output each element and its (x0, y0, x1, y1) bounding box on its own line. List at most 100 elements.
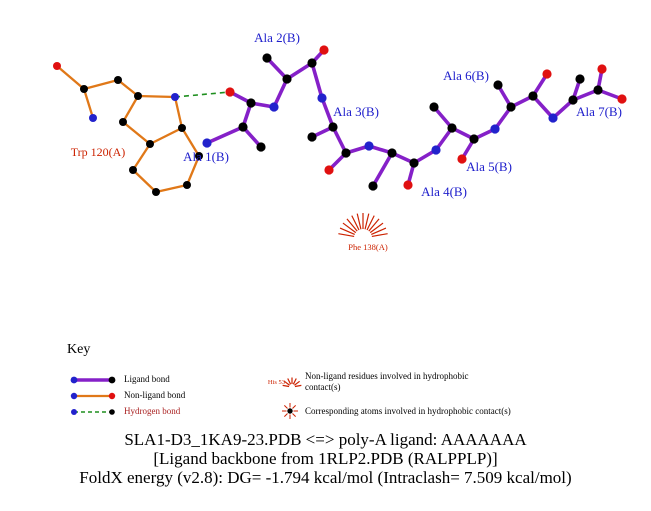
nonligand-bond (82, 87, 95, 120)
atom-C (593, 85, 603, 95)
hydrophobic-contact-eyelash (294, 380, 300, 386)
hydrophobic-contact-eyelash (282, 384, 290, 388)
atom-N (317, 93, 327, 103)
ligand-bond (331, 125, 348, 155)
key-item-hydrophobic-residues-label: Non-ligand residues involved in hydropho… (305, 371, 469, 392)
key-ligand-bond-atom (108, 376, 116, 384)
ligand-bond (285, 61, 314, 81)
key-hydrophobic-atom-sample (287, 408, 293, 414)
atom-C (493, 80, 503, 90)
nonligand-bond (121, 94, 140, 124)
ligand-bond (265, 56, 289, 81)
atom-O (457, 154, 467, 164)
nonligand-bond (131, 142, 152, 172)
key-hydrophobic-atom-spoke (292, 413, 297, 418)
atom-N (171, 93, 179, 101)
residue-label: Ala 2(B) (254, 30, 300, 45)
atom-C (568, 95, 578, 105)
atom-N (89, 114, 97, 122)
atom-C (134, 92, 142, 100)
atom-C (80, 85, 88, 93)
residue-label: Ala 4(B) (421, 184, 467, 199)
residue-label: Ala 1(B) (183, 149, 229, 164)
atom-C (341, 148, 351, 158)
ligand-bond (205, 125, 245, 145)
key-item-nonligand-bond-label: Non-ligand bond (124, 390, 186, 400)
atom-O (403, 180, 413, 190)
atom-C (146, 140, 154, 148)
atom-C (183, 181, 191, 189)
key-hydrophobic-residue-sample: His 53 (268, 379, 285, 386)
key-nonligand-bond-atom (108, 392, 116, 400)
atom-C (429, 102, 439, 112)
ligand-bond (320, 96, 335, 129)
caption: SLA1-D3_1KA9-23.PDB <=> poly-A ligand: A… (0, 430, 651, 487)
atom-C (238, 122, 248, 132)
atom-C (387, 148, 397, 158)
nonligand-bond (55, 64, 86, 91)
hydrophobic-contact-eyelash (366, 215, 375, 231)
key-item-ligand-bond-label: Ligand bond (124, 374, 170, 384)
hydrophobic-contact-eyelash (339, 227, 355, 235)
atom-C (152, 188, 160, 196)
hydrophobic-contact-eyelash (346, 218, 358, 232)
hydrophobic-contact-eyelash (284, 380, 290, 386)
key-hydrophobic-atom-spoke (283, 413, 288, 418)
nonligand-bond (185, 154, 201, 187)
hydrophobic-contact-eyelash (342, 222, 357, 234)
ligand-bond (310, 61, 324, 100)
key-ligand-bond-atom (70, 376, 78, 384)
nonligand-bond (136, 94, 177, 99)
key-hydrogen-bond-atom (71, 409, 77, 415)
atom-O (225, 87, 235, 97)
hydrogen-bond (174, 91, 231, 98)
nonligand-bond (121, 120, 152, 146)
caption-line-2: [Ligand backbone from 1RLP2.PDB (RALPPLP… (153, 449, 498, 468)
residue-label: Ala 6(B) (443, 68, 489, 83)
atom-C (246, 98, 256, 108)
atom-O (617, 94, 627, 104)
atom-C (469, 134, 479, 144)
atom-C (114, 76, 122, 84)
atom-N (364, 141, 374, 151)
key-hydrophobic-atom-spoke (292, 404, 297, 409)
hydrophobic-contact-eyelash (338, 233, 355, 238)
atom-C (368, 181, 378, 191)
key-nonligand-bond-atom (70, 392, 78, 400)
ligand-bond (371, 151, 394, 188)
residue-label: Phe 138(A) (348, 242, 388, 252)
atom-C (447, 123, 457, 133)
atom-O (324, 165, 334, 175)
hydrophobic-contact-eyelash (364, 213, 370, 230)
atom-C (575, 74, 585, 84)
hydrophobic-contact-eyelash (294, 384, 302, 388)
hydrophobic-contact-eyelash (371, 227, 387, 235)
key-item-hydrophobic-atoms-label: Corresponding atoms involved in hydropho… (305, 406, 511, 416)
ligand-bond (272, 77, 289, 109)
atom-C (506, 102, 516, 112)
atom-N (490, 124, 500, 134)
atom-C (528, 91, 538, 101)
residue-label: Ala 7(B) (576, 104, 622, 119)
nonligand-bond (116, 78, 140, 98)
hydrophobic-contact-eyelash (369, 222, 384, 234)
atom-C (195, 152, 203, 160)
key-item-hydrogen-bond-label: Hydrogen bond (124, 406, 181, 416)
ligand-bond (432, 105, 454, 130)
atom-C (119, 118, 127, 126)
hydrophobic-contact-eyelash (371, 233, 388, 238)
hydrophobic-contact-eyelash (356, 213, 362, 230)
atom-C (307, 58, 317, 68)
atom-O (53, 62, 61, 70)
atom-C (129, 166, 137, 174)
key-hydrophobic-atom-spoke (283, 404, 288, 409)
atom-C (328, 122, 338, 132)
caption-line-3: FoldX energy (v2.8): DG= -1.794 kcal/mol… (79, 468, 572, 487)
caption-line-1: SLA1-D3_1KA9-23.PDB <=> poly-A ligand: A… (124, 430, 527, 449)
atom-N (202, 138, 212, 148)
nonligand-bond (173, 95, 184, 130)
ligand-bond (531, 94, 555, 120)
atom-C (256, 142, 266, 152)
